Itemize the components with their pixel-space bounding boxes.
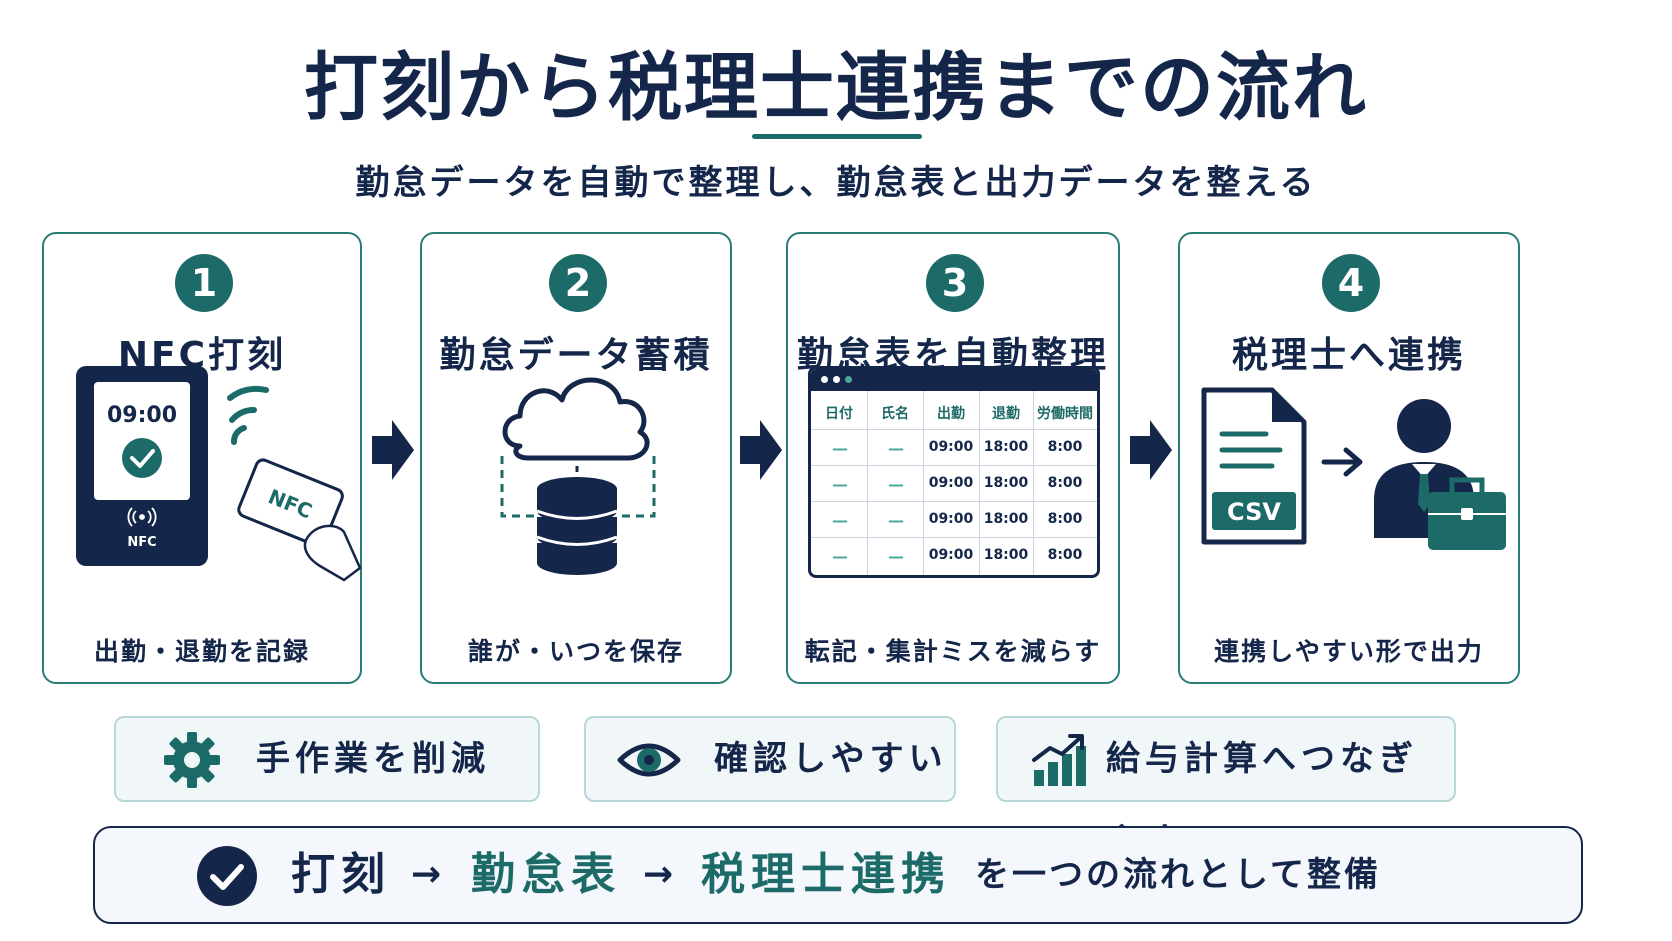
- table-grid-line: [811, 429, 1097, 430]
- feature-easy-check: 確認しやすい: [584, 716, 956, 802]
- step-caption: 連携しやすい形で出力: [1214, 637, 1484, 666]
- table-grid-line: [811, 465, 1097, 466]
- timesheet-window: 日付 氏名 出勤 退勤 労働時間 — — 09:00 18:00 8:00 — — 09:00 18:00…: [808, 366, 1100, 578]
- step-number-badge: 2: [549, 254, 607, 312]
- table-header-cell: 出勤: [937, 406, 965, 422]
- step-card-1: 1 NFC打刻 09:00 NFC NFC 出勤・退勤を記録: [42, 232, 362, 684]
- flow-arrow-icon: [372, 420, 414, 480]
- briefcase-icon: [1428, 477, 1506, 550]
- csv-to-accountant-illustration: CSV: [1201, 387, 1506, 550]
- table-cell: —: [888, 511, 904, 530]
- cloud-database-illustration: [500, 377, 656, 575]
- table-cell: 8:00: [1047, 547, 1083, 563]
- table-cell: —: [832, 439, 848, 458]
- csv-label: CSV: [1227, 498, 1281, 526]
- window-titlebar: [811, 369, 1097, 391]
- nfc-terminal-illustration: 09:00 NFC NFC: [76, 366, 362, 582]
- step-caption: 出勤・退勤を記録: [93, 637, 310, 666]
- step-card-4: 4 税理士へ連携 CSV 連携しやすい形で出力: [1178, 232, 1520, 684]
- nfc-signal-icon: [127, 507, 157, 527]
- table-header-cell: 労働時間: [1037, 406, 1093, 422]
- table-grid-line: [1033, 391, 1034, 575]
- summary-step-punch: 打刻: [291, 849, 391, 900]
- gear-icon: [164, 732, 220, 788]
- table-cell: 8:00: [1047, 475, 1083, 491]
- timesheet-table: 日付 氏名 出勤 退勤 労働時間 — — 09:00 18:00 8:00 — — 09:00 18:00…: [811, 391, 1097, 575]
- summary-arrow: →: [411, 854, 442, 895]
- table-grid-line: [867, 391, 868, 575]
- table-cell: 18:00: [983, 439, 1029, 455]
- feature-label: 手作業を削減: [256, 739, 490, 779]
- feature-label: 確認しやすい: [714, 739, 948, 779]
- step-number-badge: 1: [175, 254, 233, 312]
- table-cell: 18:00: [983, 547, 1029, 563]
- table-grid-line: [811, 537, 1097, 538]
- table-cell: 8:00: [1047, 511, 1083, 527]
- step-number-badge: 4: [1322, 254, 1380, 312]
- table-cell: —: [832, 511, 848, 530]
- page-title: 打刻から税理士連携までの流れ: [304, 45, 1368, 131]
- eye-icon: [617, 743, 681, 777]
- table-cell: —: [832, 475, 848, 494]
- table-cell: 09:00: [928, 547, 974, 563]
- summary-arrow: →: [643, 854, 674, 895]
- table-cell: 8:00: [1047, 439, 1083, 455]
- flow-arrow-icon: [1130, 420, 1172, 480]
- bar-chart-icon: [1032, 734, 1086, 786]
- step-caption: 誰が・いつを保存: [467, 637, 684, 666]
- table-cell: —: [888, 475, 904, 494]
- summary-step-accountant: 税理士連携: [701, 849, 951, 900]
- csv-file-icon: CSV: [1201, 387, 1307, 545]
- nfc-card: NFC: [237, 458, 344, 548]
- step-number-badge: 3: [926, 254, 984, 312]
- table-cell: 09:00: [928, 475, 974, 491]
- table-header-cell: 氏名: [881, 406, 909, 422]
- table-grid-line: [811, 501, 1097, 502]
- cloud-icon: [502, 377, 650, 461]
- flow-arrow-icon: [740, 420, 782, 480]
- table-grid-line: [979, 391, 980, 575]
- page-subtitle: 勤怠データを自動で整理し、勤怠表と出力データを整える: [355, 163, 1317, 203]
- step-title: 税理士へ連携: [1231, 335, 1466, 376]
- check-icon: [122, 438, 162, 478]
- table-cell: 09:00: [928, 511, 974, 527]
- table-cell: —: [888, 547, 904, 566]
- table-cell: —: [888, 439, 904, 458]
- table-cell: —: [832, 547, 848, 566]
- check-circle-icon: [197, 846, 257, 906]
- database-icon: [536, 477, 618, 575]
- window-dot: [845, 376, 852, 383]
- summary-step-timesheet: 勤怠表: [471, 849, 621, 900]
- summary-suffix: を一つの流れとして整備: [975, 855, 1381, 895]
- summary-banner: 打刻 → 勤怠表 → 税理士連携 を一つの流れとして整備: [93, 826, 1583, 924]
- table-cell: 18:00: [983, 475, 1029, 491]
- step-card-2: 2 勤怠データ蓄積 誰が・いつを保存: [420, 232, 732, 684]
- arrow-right-icon: [1321, 447, 1363, 477]
- wireless-icon: [227, 385, 269, 445]
- table-header-cell: 退勤: [992, 406, 1020, 422]
- table-grid-line: [923, 391, 924, 575]
- step-caption: 転記・集計ミスを減らす: [804, 637, 1102, 666]
- feature-payroll: 給与計算へつなぎやすい: [996, 716, 1456, 861]
- hand-icon: [303, 524, 362, 582]
- window-dot: [821, 376, 828, 383]
- title-underline: [752, 134, 922, 139]
- terminal-time: 09:00: [107, 403, 177, 428]
- feature-manual-work: 手作業を削減: [114, 716, 540, 802]
- terminal-nfc-label: NFC: [127, 535, 156, 550]
- step-title: 勤怠データ蓄積: [439, 335, 713, 376]
- table-cell: 18:00: [983, 511, 1029, 527]
- table-header-cell: 日付: [825, 406, 853, 422]
- window-dot: [833, 376, 840, 383]
- table-cell: 09:00: [928, 439, 974, 455]
